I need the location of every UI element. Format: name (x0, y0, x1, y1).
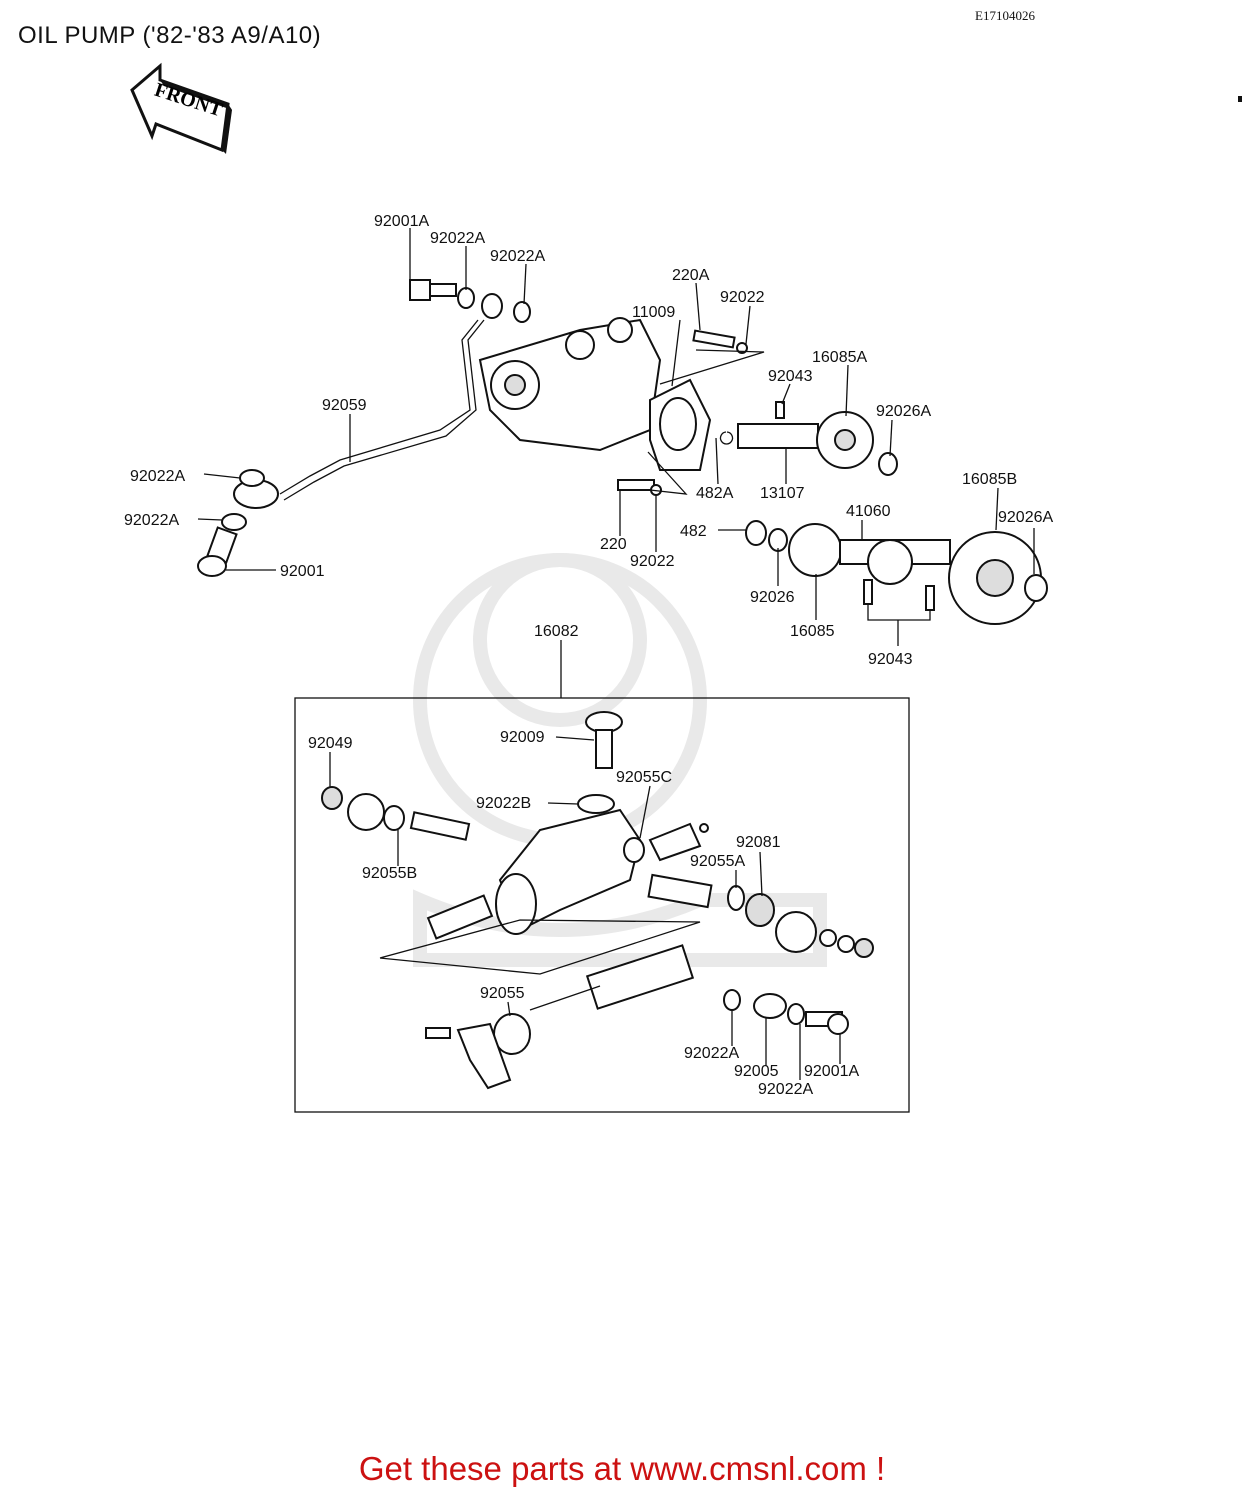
label-92022: 92022 (720, 289, 765, 306)
label-482A: 482A (696, 485, 734, 502)
label-92022A: 92022A (124, 512, 179, 529)
label-92022A: 92022A (430, 230, 485, 247)
label-92022A: 92022A (684, 1045, 739, 1062)
label-482: 482 (680, 523, 707, 540)
label-92081: 92081 (736, 834, 781, 851)
label-220: 220 (600, 536, 627, 553)
label-92005: 92005 (734, 1063, 779, 1080)
label-92055: 92055 (480, 985, 525, 1002)
pump-cover-gasket (649, 378, 712, 471)
lower-gear-assembly (745, 520, 1048, 625)
label-16082: 16082 (534, 623, 579, 640)
label-92026A: 92026A (998, 509, 1053, 526)
label-92001: 92001 (280, 563, 325, 580)
label-41060: 41060 (846, 503, 891, 520)
label-92009: 92009 (500, 729, 545, 746)
page-title: OIL PUMP ('82-'83 A9/A10) (18, 22, 322, 49)
front-arrow-icon: FRONT (130, 62, 232, 154)
label-92022B: 92022B (476, 795, 531, 812)
label-92022: 92022 (630, 553, 675, 570)
label-92001A: 92001A (374, 213, 429, 230)
label-13107: 13107 (760, 485, 805, 502)
label-92043: 92043 (868, 651, 913, 668)
label-92059: 92059 (322, 397, 367, 414)
label-16085: 16085 (790, 623, 835, 640)
oil-pump-assembly-box (294, 640, 910, 1113)
banjo-bolt-left (197, 469, 265, 577)
part-labels: 92001A 92022A 92022A 220A 11009 92022 16… (124, 213, 1053, 1098)
label-92001A: 92001A (804, 1063, 859, 1080)
oil-pipe (233, 293, 503, 509)
label-11009: 11009 (632, 304, 675, 321)
label-92022A: 92022A (490, 248, 545, 265)
edge-mark (1238, 96, 1242, 102)
cta-link-text[interactable]: Get these parts at www.cmsnl.com ! (358, 1450, 886, 1487)
label-92022A: 92022A (758, 1081, 813, 1098)
label-92026: 92026 (750, 589, 795, 606)
leader-lines-box (329, 736, 841, 1080)
oil-pump-body (478, 317, 662, 452)
label-92022A: 92022A (130, 468, 185, 485)
exploded-parts-diagram: FRONT (124, 62, 1242, 1113)
label-92055C: 92055C (616, 769, 672, 786)
label-16085B: 16085B (962, 471, 1017, 488)
label-92043: 92043 (768, 368, 813, 385)
banjo-bolt-top (409, 279, 531, 323)
label-92049: 92049 (308, 735, 353, 752)
diagram-code: E17104026 (975, 8, 1035, 23)
pump-assembly-parts (321, 711, 874, 1090)
label-220A: 220A (672, 267, 710, 284)
label-92026A: 92026A (876, 403, 931, 420)
label-92055A: 92055A (690, 853, 745, 870)
shaft-and-gears (617, 329, 898, 496)
label-16085A: 16085A (812, 349, 867, 366)
label-92055B: 92055B (362, 865, 417, 882)
leader-lines-top (197, 228, 1035, 646)
